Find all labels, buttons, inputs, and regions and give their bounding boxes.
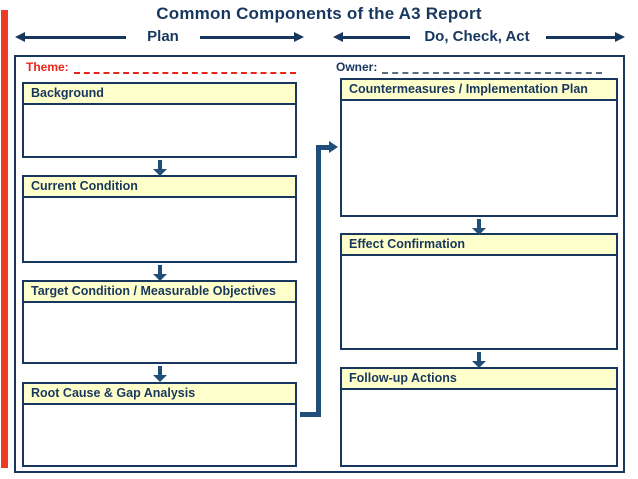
section-box-target-condition: Target Condition / Measurable Objectives xyxy=(22,280,297,364)
down-arrow-icon xyxy=(152,366,168,382)
section-box-current-condition: Current Condition xyxy=(22,175,297,263)
theme-field: Theme: xyxy=(26,60,296,74)
down-arrow-icon xyxy=(152,265,168,281)
down-arrow-icon xyxy=(152,160,168,176)
section-box-background: Background xyxy=(22,82,297,158)
owner-label: Owner: xyxy=(336,60,378,74)
plan-phase-label: Plan xyxy=(147,28,179,45)
section-box-effect-confirmation: Effect Confirmation xyxy=(340,233,618,350)
do-check-act-phase-label: Do, Check, Act xyxy=(424,28,530,45)
section-box-countermeasures: Countermeasures / Implementation Plan xyxy=(340,78,618,217)
owner-field: Owner: xyxy=(336,60,602,74)
elbow-connector-bottom-segment xyxy=(300,412,321,417)
red-accent-bar xyxy=(1,10,8,468)
do-check-act-left-arrow-icon xyxy=(333,32,410,42)
do-check-act-right-arrow-icon xyxy=(546,32,625,42)
section-header: Current Condition xyxy=(24,177,295,198)
section-header: Follow-up Actions xyxy=(342,369,616,390)
theme-label: Theme: xyxy=(26,60,69,74)
plan-right-arrow-icon xyxy=(200,32,304,42)
elbow-connector-arrowhead-icon xyxy=(329,141,338,153)
section-box-root-cause: Root Cause & Gap Analysis xyxy=(22,382,297,467)
elbow-connector-vertical-segment xyxy=(316,145,321,417)
theme-blank-line xyxy=(73,60,296,74)
plan-left-arrow-icon xyxy=(15,32,126,42)
down-arrow-icon xyxy=(471,219,487,235)
section-header: Effect Confirmation xyxy=(342,235,616,256)
section-header: Root Cause & Gap Analysis xyxy=(24,384,295,405)
section-header: Countermeasures / Implementation Plan xyxy=(342,80,616,101)
section-box-follow-up-actions: Follow-up Actions xyxy=(340,367,618,467)
section-header: Target Condition / Measurable Objectives xyxy=(24,282,295,303)
section-header: Background xyxy=(24,84,295,105)
down-arrow-icon xyxy=(471,352,487,368)
elbow-connector-top-segment xyxy=(316,145,330,150)
page-title: Common Components of the A3 Report xyxy=(156,4,482,23)
owner-blank-line xyxy=(382,60,602,74)
